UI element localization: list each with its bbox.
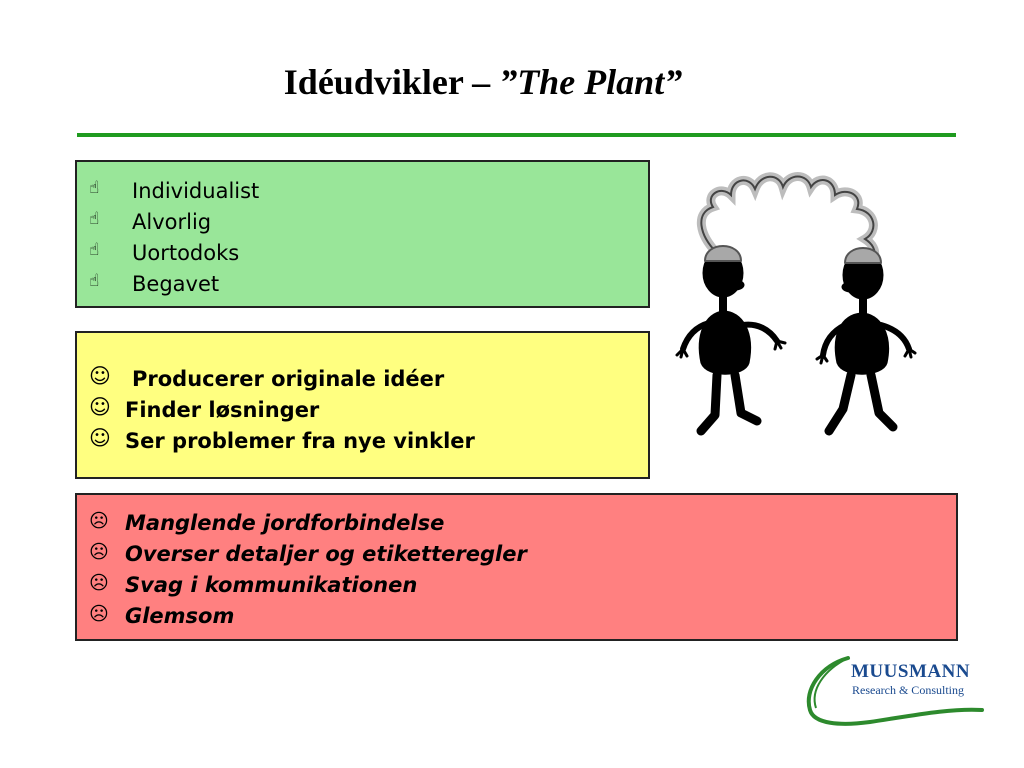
traits-item-text: Individualist	[132, 179, 260, 203]
traits-item: ☝ Begavet	[89, 269, 259, 300]
traits-item-text: Alvorlig	[132, 210, 212, 234]
weaknesses-item-text: Manglende jordforbindelse	[125, 511, 445, 535]
strengths-box: ☺ Producerer originale idéer ☺ Finder lø…	[75, 331, 650, 479]
weaknesses-item-text: Overser detaljer og etiketteregler	[125, 542, 527, 566]
traits-box: ☝ Individualist ☝ Alvorlig ☝ Uortodoks ☝…	[75, 160, 650, 308]
strengths-item-text: Producerer originale idéer	[132, 367, 445, 391]
strengths-list: ☺ Producerer originale idéer ☺ Finder lø…	[89, 364, 475, 457]
smiley-icon: ☺	[89, 364, 111, 388]
weaknesses-item-text: Svag i kommunikationen	[125, 573, 418, 597]
traits-item: ☝ Uortodoks	[89, 238, 259, 269]
muusmann-logo-swoosh	[806, 656, 984, 726]
weaknesses-item: ☹ Svag i kommunikationen	[89, 570, 527, 601]
strengths-item: ☺ Producerer originale idéer	[89, 364, 475, 395]
traits-item: ☝ Individualist	[89, 176, 259, 207]
logo-tagline: Research & Consulting	[852, 683, 964, 697]
traits-item-text: Uortodoks	[132, 241, 240, 265]
strengths-item: ☺ Ser problemer fra nye vinkler	[89, 426, 475, 457]
title-subtitle: ”The Plant”	[499, 62, 683, 102]
title-divider	[77, 133, 956, 137]
thumbs-up-icon: ☝	[89, 271, 100, 291]
frowny-icon: ☹	[89, 603, 109, 625]
traits-list: ☝ Individualist ☝ Alvorlig ☝ Uortodoks ☝…	[89, 176, 259, 300]
thumbs-up-icon: ☝	[89, 178, 100, 198]
traits-item: ☝ Alvorlig	[89, 207, 259, 238]
thumbs-up-icon: ☝	[89, 209, 100, 229]
weaknesses-item: ☹ Glemsom	[89, 601, 527, 632]
left-figure	[675, 245, 787, 436]
strengths-item-text: Ser problemer fra nye vinkler	[125, 429, 475, 453]
smiley-icon: ☺	[89, 395, 111, 419]
logo-name: MUUSMANN	[851, 661, 971, 682]
right-figure	[815, 247, 917, 436]
slide-title: Idéudvikler – ”The Plant”	[0, 58, 966, 106]
frowny-icon: ☹	[89, 541, 109, 563]
weaknesses-item: ☹ Manglende jordforbindelse	[89, 508, 527, 539]
strengths-item: ☺ Finder løsninger	[89, 395, 475, 426]
traits-item-text: Begavet	[132, 272, 220, 296]
title-main: Idéudvikler –	[283, 62, 500, 102]
two-figures-connected-brains-icon	[675, 172, 917, 436]
thumbs-up-icon: ☝	[89, 240, 100, 260]
frowny-icon: ☹	[89, 572, 109, 594]
frowny-icon: ☹	[89, 510, 109, 532]
weaknesses-list: ☹ Manglende jordforbindelse ☹ Overser de…	[89, 508, 527, 632]
strengths-item-text: Finder løsninger	[125, 398, 320, 422]
weaknesses-item-text: Glemsom	[125, 604, 235, 628]
smiley-icon: ☺	[89, 426, 111, 450]
weaknesses-box: ☹ Manglende jordforbindelse ☹ Overser de…	[75, 493, 958, 641]
weaknesses-item: ☹ Overser detaljer og etiketteregler	[89, 539, 527, 570]
